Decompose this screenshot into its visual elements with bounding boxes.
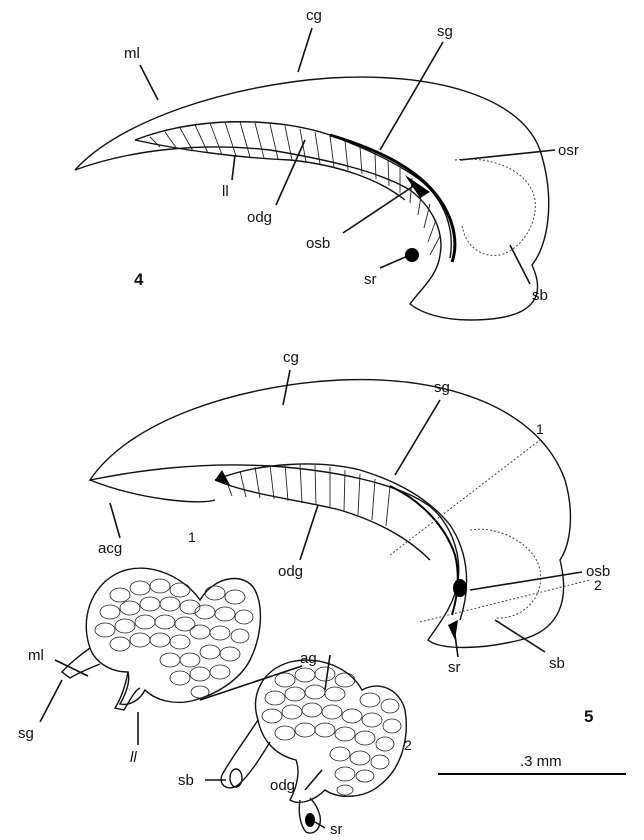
fig4-label-sb: sb <box>532 287 548 304</box>
fig5-label-sb: sb <box>549 655 565 672</box>
cross-section-2 <box>221 660 406 833</box>
cs2-label-odg: odg <box>270 777 295 794</box>
fig5-label-acg: acg <box>98 540 122 557</box>
cross-section-1 <box>62 568 260 710</box>
fig4-label-osb: osb <box>306 235 330 252</box>
cross-section-1-cells <box>95 579 253 698</box>
figure-4-leaders <box>140 28 555 284</box>
seminal-receptacle-dot <box>405 248 419 262</box>
cs1-label-ag: ag <box>300 650 317 667</box>
fig4-label-odg: odg <box>247 209 272 226</box>
lower-lip-hatching <box>150 122 440 255</box>
scale-bar-label: .3 mm <box>520 753 562 770</box>
section-mark-1: 1 <box>536 421 544 437</box>
osb-dark-mark <box>453 579 467 597</box>
fig4-label-osr: osr <box>558 142 579 159</box>
fig5-label-sr: sr <box>448 659 461 676</box>
section-line-2 <box>420 580 590 622</box>
fig4-label-ll: ll <box>222 183 229 200</box>
section-mark-2: 2 <box>594 577 602 593</box>
fig4-label-sg: sg <box>437 23 453 40</box>
cs1-label-sg: sg <box>18 725 34 742</box>
figure-5-drawing <box>90 380 590 648</box>
scale-bar: .3 mm <box>438 753 626 774</box>
fig4-label-ml: ml <box>124 45 140 62</box>
section-line-1 <box>390 440 540 555</box>
figure-5-hatching <box>225 464 390 526</box>
cs2-label-sb: sb <box>178 772 194 789</box>
figure-5-leaders <box>110 370 582 657</box>
figure-5-number: 5 <box>584 707 593 726</box>
fig4-label-cg: cg <box>306 7 322 24</box>
figure-4-drawing <box>75 77 549 320</box>
cross-section-2-number: 2 <box>404 737 412 753</box>
fig5-label-odg: odg <box>278 563 303 580</box>
cs1-label-ll: ll <box>130 749 137 766</box>
cross-section-1-number: 1 <box>188 529 196 545</box>
cs1-label-ml: ml <box>28 647 44 664</box>
fig5-label-cg: cg <box>283 349 299 366</box>
figure-4-number: 4 <box>134 270 144 289</box>
fig5-label-sg: sg <box>434 379 450 396</box>
cs2-label-sr: sr <box>330 821 343 838</box>
fig4-label-sr: sr <box>364 271 377 288</box>
